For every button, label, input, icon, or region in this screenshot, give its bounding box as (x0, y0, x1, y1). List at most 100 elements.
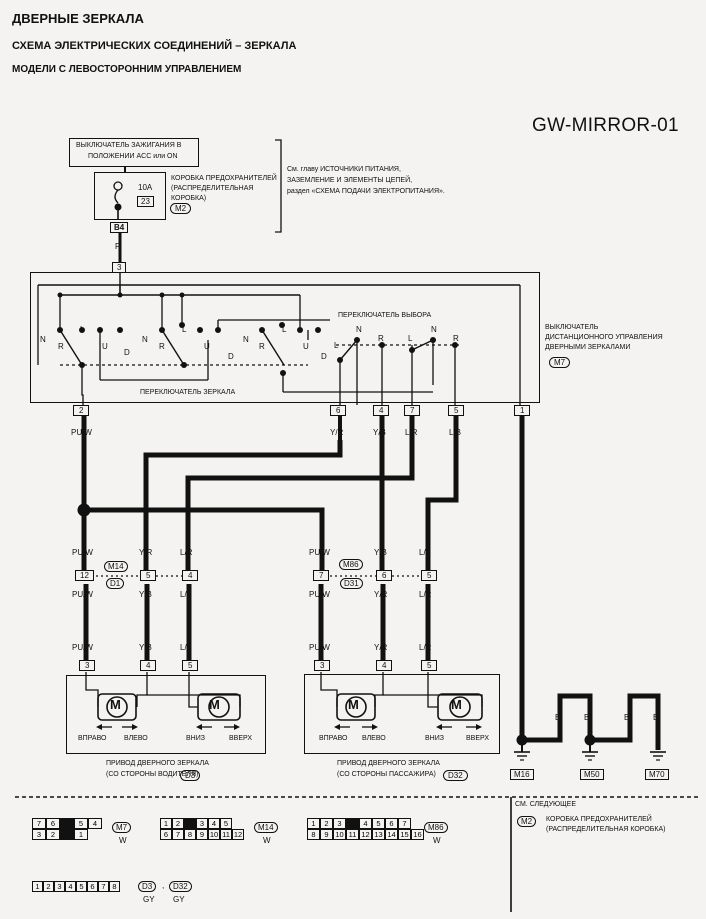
fuse-terminal-bottom (114, 203, 122, 211)
footer-d32-name: D32 (169, 881, 192, 892)
footer-grid-cell: 9 (320, 829, 333, 840)
pos-r-2: R (159, 342, 165, 351)
footer-grid-cell (60, 818, 74, 829)
pas-label-2: (СО СТОРОНЫ ПАССАЖИРА) (337, 771, 436, 778)
switch-wire-yr: Y/R (330, 428, 344, 437)
pas-motor-1-label: M (348, 697, 359, 712)
switch-pin-2: 2 (73, 405, 90, 416)
jr-connector-d31: D31 (340, 578, 363, 589)
pas-dir-right: ВПРАВО (319, 735, 348, 742)
footer-m14-color: W (263, 836, 271, 845)
footer-grid-cell: 16 (411, 829, 424, 840)
pos-n-3: N (243, 335, 249, 344)
drv-label-1: ПРИВОД ДВЕРНОГО ЗЕРКАЛА (106, 760, 209, 767)
footer-grid-cell: 8 (109, 881, 120, 892)
models-label: МОДЕЛИ С ЛЕВОСТОРОННИМ УПРАВЛЕНИЕМ (12, 64, 242, 75)
switch-top-terminal: 3 (112, 262, 127, 273)
jl-connector-d1: D1 (106, 578, 125, 589)
footer-grid-cell: 8 (184, 829, 196, 840)
footer-grid-cell: 2 (46, 829, 60, 840)
drv-label-2: (СО СТОРОНЫ ВОДИТЕЛЯ) (106, 771, 199, 778)
sel-pos-r-1: R (378, 334, 384, 343)
drv-dir-left: ВЛЕВО (124, 735, 148, 742)
pas-connector-badge: D32 (443, 770, 468, 781)
footer-grid-cell: 1 (32, 881, 43, 892)
mirror-switch-label: ПЕРЕКЛЮЧАТЕЛЬ ЗЕРКАЛА (140, 389, 236, 396)
pos-r-1: R (58, 342, 64, 351)
pos-u-3: U (303, 342, 309, 351)
drv-pin-3: 3 (79, 660, 96, 671)
pas-label-1: ПРИВОД ДВЕРНОГО ЗЕРКАЛА (337, 760, 440, 767)
pas-pin-4: 4 (376, 660, 393, 671)
fusebox-label-2: (РАСПРЕДЕЛИТЕЛЬНАЯ (171, 185, 254, 192)
footer-grid-cell: 1 (307, 818, 320, 829)
drv-motor-2-label: M (209, 697, 220, 712)
footer-grid-cell: 3 (54, 881, 65, 892)
footer-grid-cell: 14 (385, 829, 398, 840)
select-switch-label: ПЕРЕКЛЮЧАТЕЛЬ ВЫБОРА (338, 312, 432, 319)
ground-m70: M70 (645, 769, 669, 780)
fuse-terminal-top (113, 181, 123, 191)
sel-pos-n-1: N (356, 325, 362, 334)
footer-grid-cell: 6 (46, 818, 60, 829)
drv-connector-badge: D3 (180, 770, 201, 781)
switch-wire-puw: PU/W (71, 428, 92, 437)
pas-dir-left: ВЛЕВО (362, 735, 386, 742)
ground-m50: M50 (580, 769, 604, 780)
footer-grid-cell: 12 (232, 829, 244, 840)
pas-wire-3: L/R (419, 643, 432, 652)
footer-grid-cell: 9 (196, 829, 208, 840)
pas-pin-3: 3 (314, 660, 331, 671)
sel-pos-n-2: N (431, 325, 437, 334)
footer-grid-cell (60, 829, 74, 840)
fuse-link (114, 189, 119, 204)
passenger-motor-1 (336, 693, 376, 721)
fusebox-label-1: КОРОБКА ПРЕДОХРАНИТЕЛЕЙ (171, 175, 277, 182)
footer-d3-color: GY (143, 895, 155, 904)
footer-grid-cell: 4 (65, 881, 76, 892)
pas-motor-2-label: M (451, 697, 462, 712)
drv-dir-down: ВНИЗ (186, 735, 205, 742)
drv-dir-up: ВВЕРХ (229, 735, 253, 742)
remote-switch-connector-badge: M7 (549, 357, 571, 368)
drv-wire-3: L/B (180, 643, 193, 652)
footer-grid-cell: 13 (372, 829, 385, 840)
reference-line-3: раздел «СХЕМА ПОДАЧИ ЭЛЕКТРОПИТАНИЯ». (287, 188, 445, 195)
switch-pin-6: 6 (330, 405, 347, 416)
footer-grid-cell: 8 (307, 829, 320, 840)
footer-grid-cell: 5 (76, 881, 87, 892)
footer-m7-name: M7 (112, 822, 132, 833)
pos-d-3: D (321, 352, 327, 361)
fusebox-wire-label: P (115, 242, 121, 251)
remote-mirror-switch-box (30, 272, 540, 403)
pos-l-3: L (282, 325, 287, 334)
footer-grid-cell: 1 (74, 829, 88, 840)
footer-grid-cell: 3 (196, 818, 208, 829)
jr-pin-6: 6 (376, 570, 393, 581)
jr-wire-top-1: PU/W (309, 548, 330, 557)
footer-grid-cell: 12 (359, 829, 372, 840)
pos-n-1: N (40, 335, 46, 344)
fusebox-terminal: B4 (110, 222, 129, 233)
footer-grid-cell: 2 (320, 818, 333, 829)
driver-motor-2 (197, 693, 241, 721)
pas-pin-5: 5 (421, 660, 438, 671)
jl-wire-bot-1: PU/W (72, 590, 93, 599)
diagram-subtitle: СХЕМА ЭЛЕКТРИЧЕСКИХ СОЕДИНЕНИЙ – ЗЕРКАЛА (12, 40, 297, 52)
footer-grid-cell: 3 (333, 818, 346, 829)
jr-wire-top-3: L/B (419, 548, 432, 557)
footer-grid-cell: 6 (385, 818, 398, 829)
jr-connector-m86: M86 (339, 559, 363, 570)
footer-grid-cell: 2 (43, 881, 54, 892)
pos-l-2: L (182, 325, 187, 334)
jl-wire-bot-3: L/B (180, 590, 193, 599)
sel-pos-r-2: R (453, 334, 459, 343)
footer-grid-cell: 7 (98, 881, 109, 892)
jr-pin-5: 5 (421, 570, 438, 581)
jr-wire-bot-3: L/R (419, 590, 432, 599)
footer-grid-cell: 4 (208, 818, 220, 829)
footer-grid-cell: 3 (32, 829, 46, 840)
footer-m14-name: M14 (254, 822, 278, 833)
footer-grid-cell (346, 818, 359, 829)
see-also-line-2: (РАСПРЕДЕЛИТЕЛЬНАЯ КОРОБКА) (546, 826, 666, 833)
